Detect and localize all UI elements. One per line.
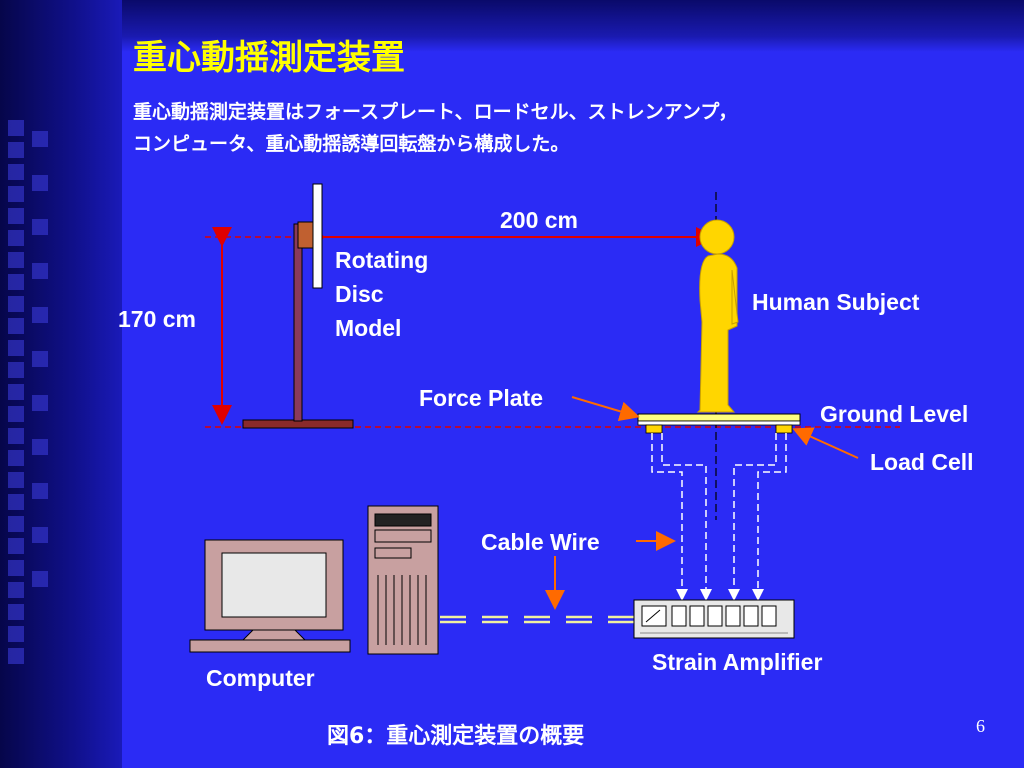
strain-amplifier-label: Strain Amplifier: [652, 649, 823, 675]
load-cell-arrow: [792, 427, 859, 459]
slide-description: 重心動揺測定装置はフォースプレート、ロードセル、ストレンアンプ， コンピュータ、…: [133, 101, 738, 155]
page-number: 6: [976, 716, 985, 736]
load-cell-label: Load Cell: [870, 449, 974, 475]
rotating-disc-stand: [242, 183, 354, 429]
force-plate-arrow: [571, 396, 640, 422]
distance-label: 200 cm: [500, 207, 579, 233]
human-subject-label: Human Subject: [752, 289, 920, 315]
human-figure: [696, 219, 739, 413]
force-plate: [637, 413, 801, 601]
strain-amplifier: [633, 599, 795, 639]
top-band: [0, 0, 1024, 52]
ground-level-label: Ground Level: [820, 401, 969, 427]
computer-tower: [367, 505, 439, 655]
force-plate-label: Force Plate: [419, 385, 543, 411]
computer-label: Computer: [206, 665, 315, 691]
left-square-pattern: [8, 120, 48, 664]
cable-wire: [440, 615, 634, 624]
slide-title: 重心動揺測定装置: [133, 38, 405, 78]
cable-wire-label: Cable Wire: [481, 529, 600, 555]
computer-monitor: [189, 539, 351, 653]
rotating-disc-label: Rotating Disc Model: [335, 247, 429, 341]
height-label: 170 cm: [118, 306, 197, 332]
figure-caption: 図6：重心測定装置の概要: [327, 724, 585, 749]
